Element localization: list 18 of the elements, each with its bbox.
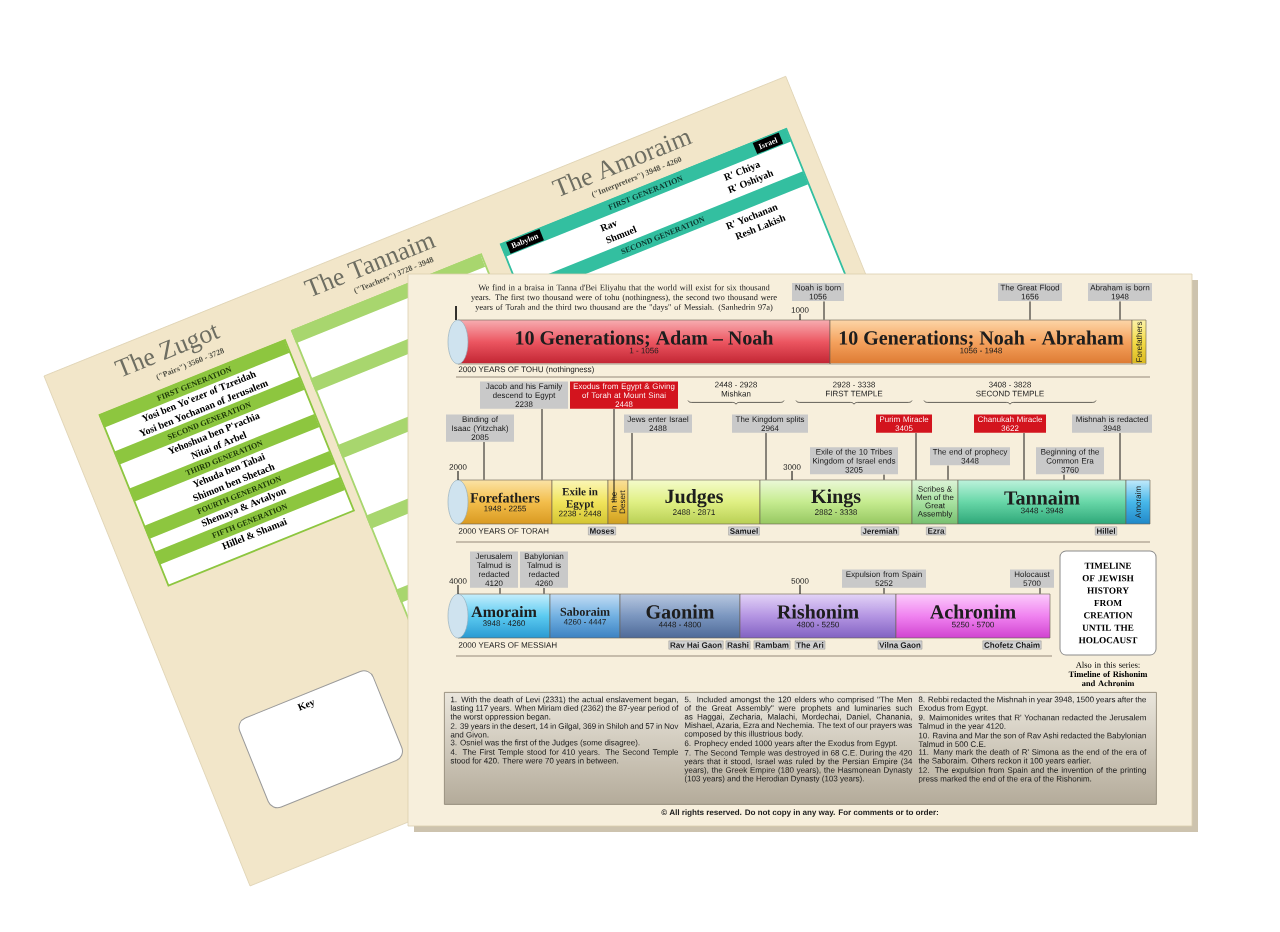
- leader-line: [765, 432, 767, 481]
- leader-line: [1119, 301, 1121, 321]
- leader-line: [499, 587, 501, 595]
- leader-line: [915, 432, 917, 481]
- leader-line: [1023, 432, 1025, 481]
- leader-line: [613, 408, 615, 503]
- leader-line: [823, 301, 825, 321]
- leader-line: [1039, 587, 1041, 595]
- leader-line: [483, 441, 485, 481]
- leader-line: [543, 587, 545, 595]
- leader-line: [1029, 301, 1031, 321]
- leader-line: [883, 587, 885, 595]
- leader-line: [1119, 432, 1121, 481]
- leader-line: [1063, 474, 1065, 481]
- leader-line: [541, 408, 543, 481]
- leader-line: [883, 474, 885, 481]
- leader-line: [947, 465, 949, 481]
- leader-line: [631, 432, 633, 481]
